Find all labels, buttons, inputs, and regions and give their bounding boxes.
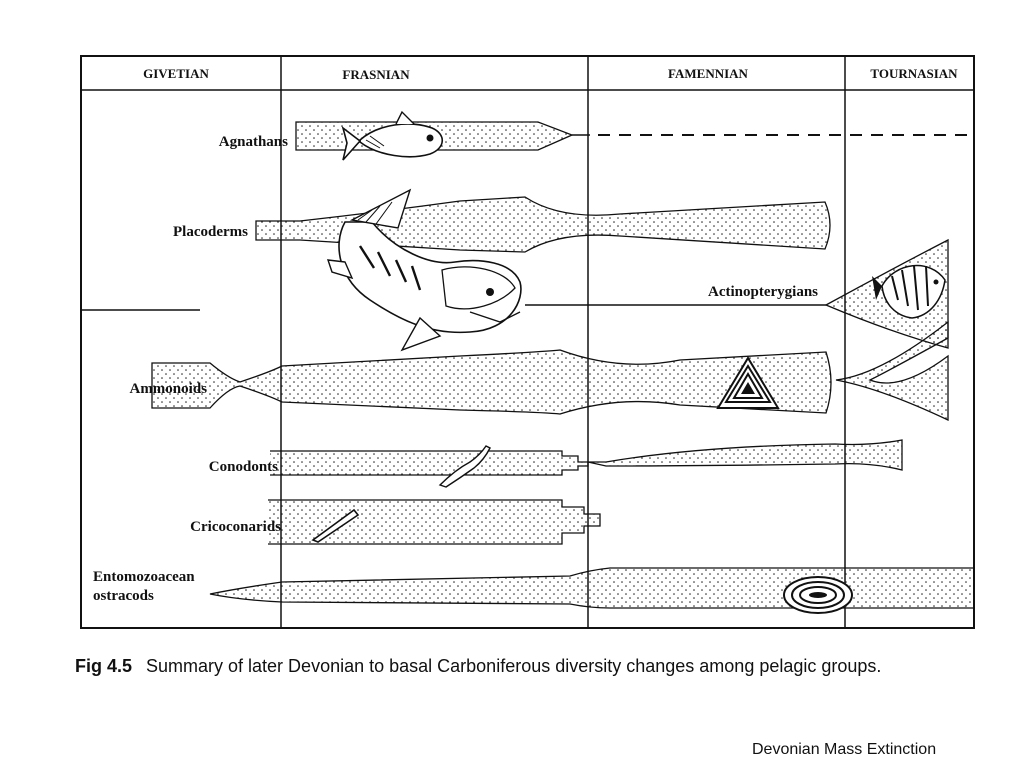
group-label-ammonoids: Ammonoids xyxy=(129,381,207,397)
conodonts-range xyxy=(270,450,589,476)
period-label-famennian: FAMENNIAN xyxy=(668,66,749,81)
cricoconarid-shell-drawing xyxy=(311,508,360,543)
entomozoacean-range xyxy=(209,567,975,609)
ammonoids-tournasian-branches xyxy=(835,320,949,422)
group-label-ostracods: ostracods xyxy=(93,588,154,604)
period-label-givetian: GIVETIAN xyxy=(143,66,209,81)
group-label-conodonts: Conodonts xyxy=(209,459,278,475)
cricoconarids-range xyxy=(268,499,601,545)
placoderm-fish-drawing xyxy=(326,188,522,352)
ammonoids-range xyxy=(151,349,832,415)
actinopterygian-fish-drawing xyxy=(872,264,946,319)
ostracod-shell-drawing xyxy=(783,576,853,614)
figure-number: Fig 4.5 xyxy=(75,656,133,676)
group-label-actinopterygians: Actinopterygians xyxy=(708,284,818,300)
ammonoid-shell-drawing xyxy=(716,356,780,409)
group-label-cricoconarids: Cricoconarids xyxy=(190,519,281,535)
period-label-frasnian: FRASNIAN xyxy=(342,67,410,82)
diagram-frame xyxy=(80,55,975,629)
conodonts-famennian-range xyxy=(587,439,903,471)
agnathan-fish-drawing xyxy=(341,110,444,161)
group-label-placoderms: Placoderms xyxy=(173,224,248,240)
figure-caption: Fig 4.5 Summary of later Devonian to basa… xyxy=(75,656,881,677)
period-label-tournasian: TOURNASIAN xyxy=(870,66,958,81)
caption-text: Summary of later Devonian to basal Carbo… xyxy=(146,656,882,676)
group-label-entomozoacean: Entomozoacean xyxy=(93,569,195,585)
group-label-agnathans: Agnathans xyxy=(219,134,288,150)
slide-footer: Devonian Mass Extinction xyxy=(752,741,937,758)
conodont-element-drawing xyxy=(438,445,491,488)
